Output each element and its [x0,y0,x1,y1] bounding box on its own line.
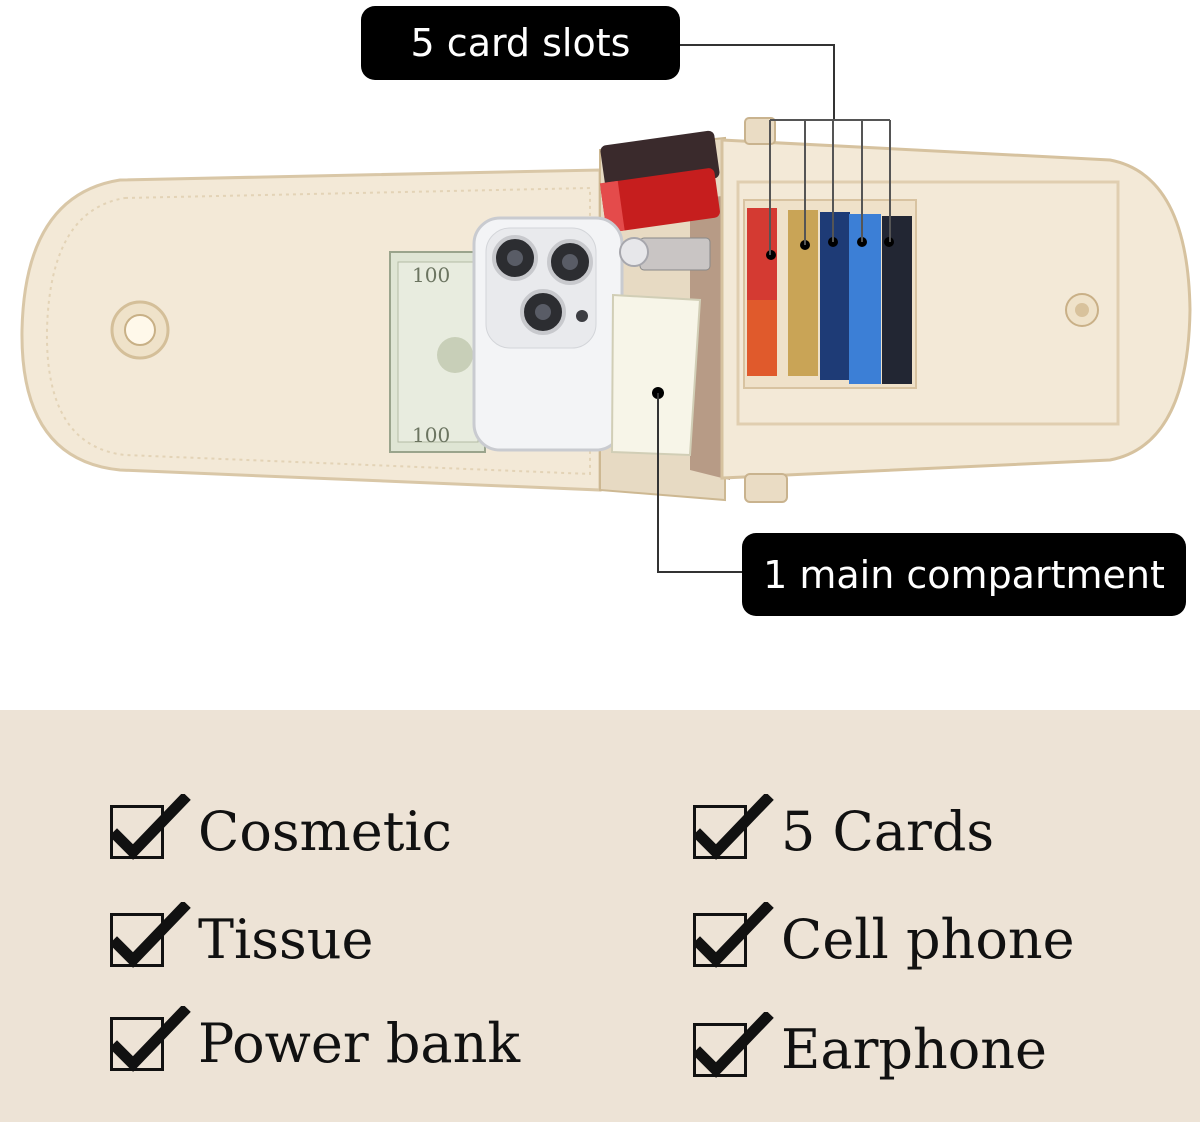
main-compartment-callout: 1 main compartment [742,533,1186,616]
checklist-item-cell-phone: Cell phone [693,900,1075,980]
checked-box-icon [693,902,774,968]
checklist-item-power-bank: Power bank [110,1004,520,1084]
capacity-checklist-panel: Cosmetic Tissue Power bank 5 Cards Cell … [0,710,1200,1122]
checked-box-icon [110,902,191,968]
svg-text:100: 100 [412,423,450,447]
checked-box-icon [693,794,774,860]
checklist-label: Cosmetic [198,800,452,863]
checklist-item-cosmetic: Cosmetic [110,792,452,872]
checked-box-icon [693,1012,774,1078]
checked-box-icon [110,1006,191,1072]
checklist-label: Earphone [781,1018,1048,1081]
checklist-item-earphone: Earphone [693,1010,1047,1090]
product-photo-area: 100 100 [20,6,1192,616]
svg-text:100: 100 [412,263,450,287]
checklist-label: Power bank [198,1012,521,1075]
checklist-item-tissue: Tissue [110,900,373,980]
checklist-label: 5 Cards [781,800,995,863]
checklist-label: Cell phone [781,908,1075,971]
checklist-label: Tissue [198,908,374,971]
crossbody-phone-bag-photo: 100 100 [20,44,1192,573]
card-slots-callout: 5 card slots [361,6,680,80]
checked-box-icon [110,794,191,860]
checklist-item-5-cards: 5 Cards [693,792,994,872]
